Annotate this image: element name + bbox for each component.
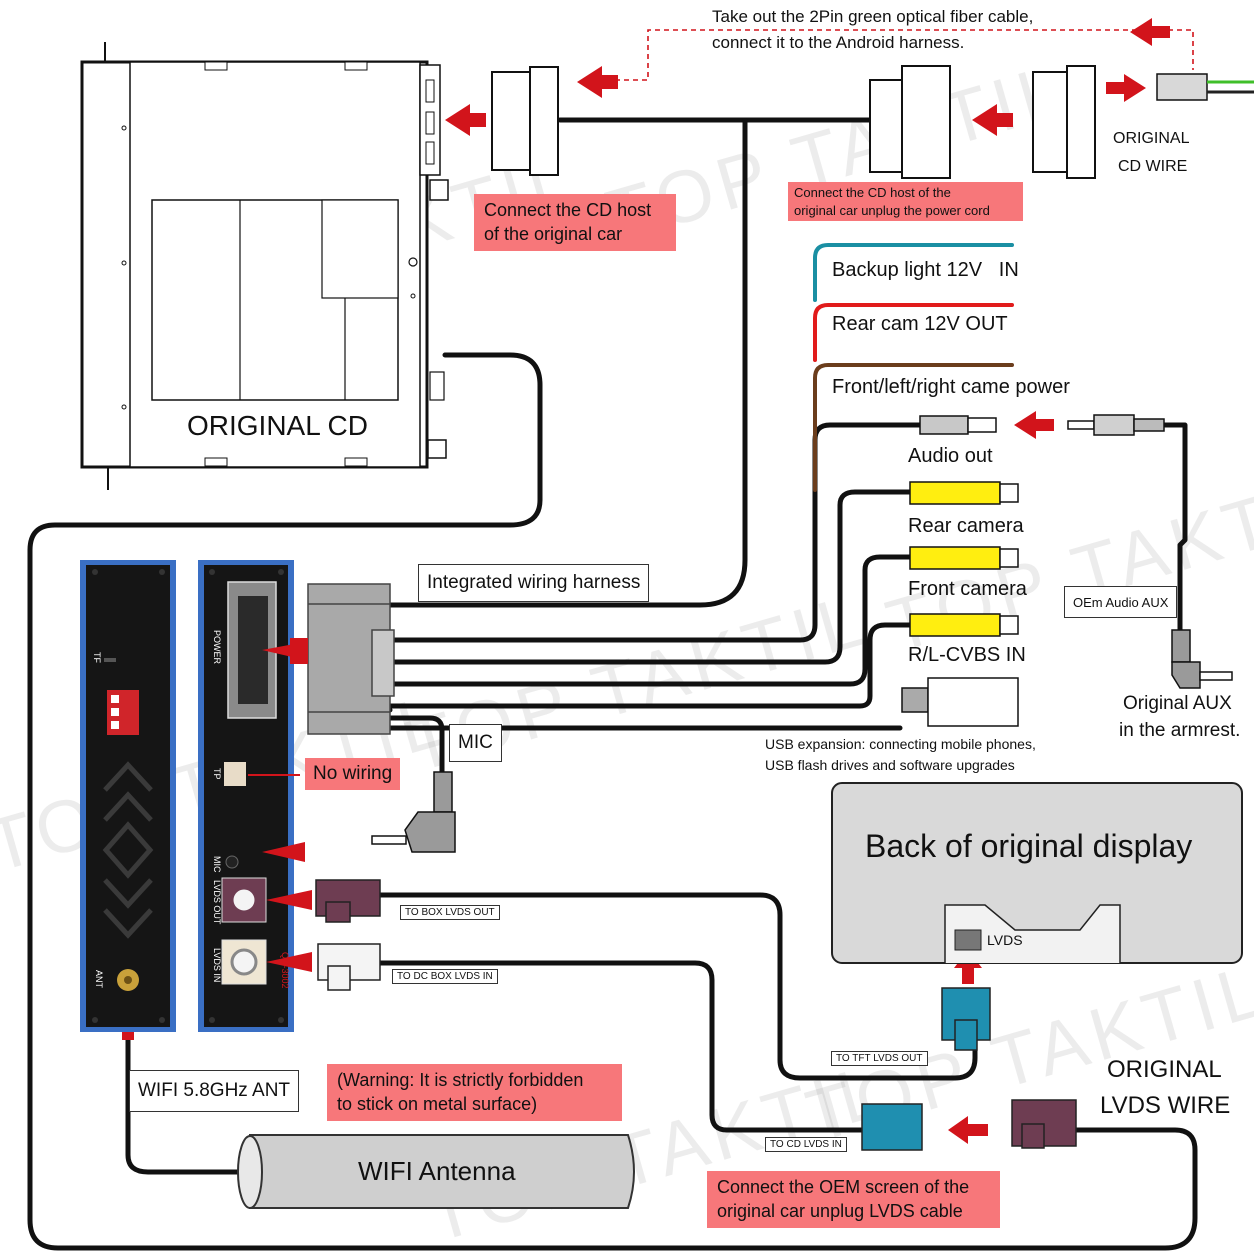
original-aux-label-1: Original AUX [1123, 693, 1232, 714]
oem-screen-line1: Connect the OEM screen of the [717, 1177, 970, 1197]
usb-note-line1: USB expansion: connecting mobile phones, [765, 736, 1036, 752]
power-port-label: POWER [212, 630, 222, 665]
oem-audio-aux-text: OEm Audio AUX [1073, 594, 1169, 610]
fiber-note-line1: Take out the 2Pin green optical fiber ca… [712, 7, 1034, 26]
warning-callout: (Warning: It is strictly forbidden to st… [327, 1064, 622, 1121]
cd-connector-left [491, 66, 559, 176]
integrated-harness-text: Integrated wiring harness [427, 572, 641, 593]
cd-connector-right [1032, 65, 1096, 179]
original-cd-label: ORIGINAL CD [187, 410, 368, 441]
harness-wires [27, 117, 1198, 1251]
connect-cd-host-line1: Connect the CD host [484, 200, 652, 220]
aux-plug [1067, 414, 1165, 436]
lvds-tag-to-dc-box-in: TO DC BOX LVDS IN [392, 969, 498, 984]
original-cd-wire-label-2: CD WIRE [1118, 158, 1188, 175]
original-cd-unit [80, 42, 449, 490]
no-wiring-callout: No wiring [305, 758, 401, 790]
front-camera-label: Front camera [908, 578, 1027, 600]
fiber-note-line2: connect it to the Android harness. [712, 33, 965, 52]
rear-camera-rca [909, 481, 1019, 505]
no-wiring-text: No wiring [313, 763, 393, 784]
wifi-ant-text: WIFI 5.8GHz ANT [138, 1080, 291, 1101]
original-aux-plug [1171, 629, 1233, 689]
lvds-in-plug [317, 943, 381, 991]
original-lvds-plug [1011, 1099, 1077, 1149]
cd-power-line2: original car unplug the power cord [794, 202, 990, 218]
cd-power-line1: Connect the CD host of the [794, 185, 951, 200]
connect-cd-host-line2: of the original car [484, 224, 623, 245]
model-label: QC-3002 [280, 952, 290, 989]
wifi-antenna-label: WIFI Antenna [358, 1156, 516, 1186]
original-aux-label-2: in the armrest. [1119, 720, 1241, 741]
oem-screen-callout: Connect the OEM screen of the original c… [707, 1171, 1000, 1228]
tp-port-label: TP [212, 768, 222, 780]
lvds-out-plug [315, 879, 381, 923]
warning-line2: to stick on metal surface) [337, 1094, 538, 1115]
android-box-right [198, 560, 294, 1032]
usb-plug [901, 677, 1019, 727]
front-power-label: Front/left/right came power [832, 376, 1070, 398]
android-box-left [80, 560, 176, 1032]
tf-slot-label: TF [92, 652, 102, 663]
lvds-in-port-label: LVDS IN [212, 948, 222, 983]
original-lvds-label-2: LVDS WIRE [1100, 1092, 1231, 1119]
original-cd-wire-label-1: ORIGINAL [1113, 130, 1190, 147]
display-back-panel [831, 782, 1243, 964]
rear-camera-label: Rear camera [908, 515, 1024, 537]
cd-connector-middle [869, 65, 951, 179]
lvds-port-label: LVDS [987, 932, 1023, 948]
lvds-out-port-label: LVDS OUT [212, 880, 222, 925]
tft-lvds-plug [941, 987, 991, 1051]
lvds-tag-to-tft-out: TO TFT LVDS OUT [831, 1051, 928, 1066]
integrated-harness-connector [307, 583, 395, 735]
ant-port-label: ANT [94, 970, 104, 988]
back-display-label: Back of original display [865, 828, 1193, 864]
audio-out-plug [919, 415, 997, 435]
mic-box-text: MIC [458, 732, 493, 753]
power-wires [813, 243, 1014, 492]
oem-screen-line2: original car unplug LVDS cable [717, 1201, 963, 1222]
audio-out-label: Audio out [908, 445, 993, 467]
cd-lvds-plug [861, 1103, 923, 1151]
wifi-antenna-body [237, 1134, 635, 1209]
integrated-harness-box: Integrated wiring harness [418, 564, 650, 602]
oem-audio-aux-box: OEm Audio AUX [1064, 586, 1178, 618]
original-lvds-label-1: ORIGINAL [1107, 1056, 1222, 1083]
rl-cvbs-rca [909, 613, 1019, 637]
cd-power-callout: Connect the CD host of the original car … [788, 182, 1023, 222]
usb-note-line2: USB flash drives and software upgrades [765, 757, 1015, 773]
fiber-plug [1156, 73, 1254, 101]
front-camera-rca [909, 546, 1019, 570]
rl-cvbs-label: R/L-CVBS IN [908, 644, 1026, 666]
box-pointers [248, 638, 312, 972]
rear-cam-12v-label: Rear cam 12V OUT [832, 313, 1008, 335]
warning-line1: (Warning: It is strictly forbidden [337, 1070, 584, 1090]
wifi-ant-box: WIFI 5.8GHz ANT [129, 1070, 300, 1112]
mic-box: MIC [449, 724, 502, 762]
lvds-tag-to-box-out: TO BOX LVDS OUT [400, 905, 500, 920]
connect-cd-host-callout: Connect the CD host of the original car [474, 194, 676, 251]
lvds-tag-to-cd-in: TO CD LVDS IN [765, 1137, 847, 1152]
backup-light-label: Backup light 12V IN [832, 259, 1019, 281]
mic-port-label: MIC [212, 856, 222, 873]
mic-plug [371, 771, 456, 853]
fiber-route [615, 29, 1194, 81]
